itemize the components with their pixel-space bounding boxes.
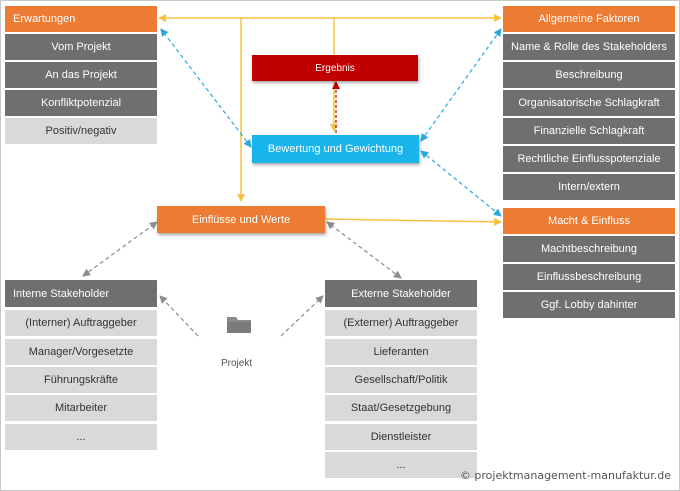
arrow-external-influences: [326, 221, 402, 279]
general-factors-header: Allgemeine Faktoren: [503, 6, 675, 32]
power-item: Ggf. Lobby dahinter: [503, 292, 675, 318]
power-item: Machtbeschreibung: [503, 236, 675, 262]
copyright-text: © projektmanagement-manufaktur.de: [459, 469, 671, 482]
general-factors-item: Intern/extern: [503, 174, 675, 200]
external-item: Staat/Gesetzgebung: [325, 395, 477, 421]
internal-header: Interne Stakeholder: [5, 280, 157, 307]
arrow-evaluation-power: [420, 150, 502, 217]
arrow-project-external: [280, 295, 324, 337]
evaluation-box: Bewertung und Gewichtung: [252, 135, 419, 163]
internal-item: Führungskräfte: [5, 367, 157, 393]
general-factors-item: Finanzielle Schlagkraft: [503, 118, 675, 144]
external-item: Lieferanten: [325, 339, 477, 365]
general-factors-item: Rechtliche Einflusspotenziale: [503, 146, 675, 172]
expectations-item: Positiv/negativ: [5, 118, 157, 144]
arrow-project-internal: [159, 295, 199, 337]
general-factors-item: Organisatorische Schlagkraft: [503, 90, 675, 116]
result-box: Ergebnis: [252, 55, 418, 81]
arrow-influences-power: [325, 217, 502, 226]
external-item: Dienstleister: [325, 424, 477, 450]
expectations-item: Vom Projekt: [5, 34, 157, 60]
internal-item: Manager/Vorgesetzte: [5, 339, 157, 365]
internal-item: (Interner) Auftraggeber: [5, 310, 157, 336]
expectations-item: An das Projekt: [5, 62, 157, 88]
expectations-item: Konfliktpotenzial: [5, 90, 157, 116]
power-item: Einflussbeschreibung: [503, 264, 675, 290]
project-label: Projekt: [221, 358, 253, 369]
arrow-evaluation-general: [420, 28, 502, 142]
arrow-evaluation-expectations: [160, 28, 252, 148]
external-item: (Externer) Auftraggeber: [325, 310, 477, 336]
external-header: Externe Stakeholder: [325, 280, 477, 307]
external-item: Gesellschaft/Politik: [325, 367, 477, 393]
power-header: Macht & Einfluss: [503, 208, 675, 234]
influences-box: Einflüsse und Werte: [157, 206, 325, 233]
internal-item: ...: [5, 424, 157, 450]
arrow-internal-influences: [82, 221, 158, 277]
general-factors-item: Beschreibung: [503, 62, 675, 88]
expectations-header: Erwartungen: [5, 6, 157, 32]
external-item: ...: [325, 452, 477, 478]
folder-icon: [227, 317, 251, 333]
internal-item: Mitarbeiter: [5, 395, 157, 421]
general-factors-item: Name & Rolle des Stakeholders: [503, 34, 675, 60]
